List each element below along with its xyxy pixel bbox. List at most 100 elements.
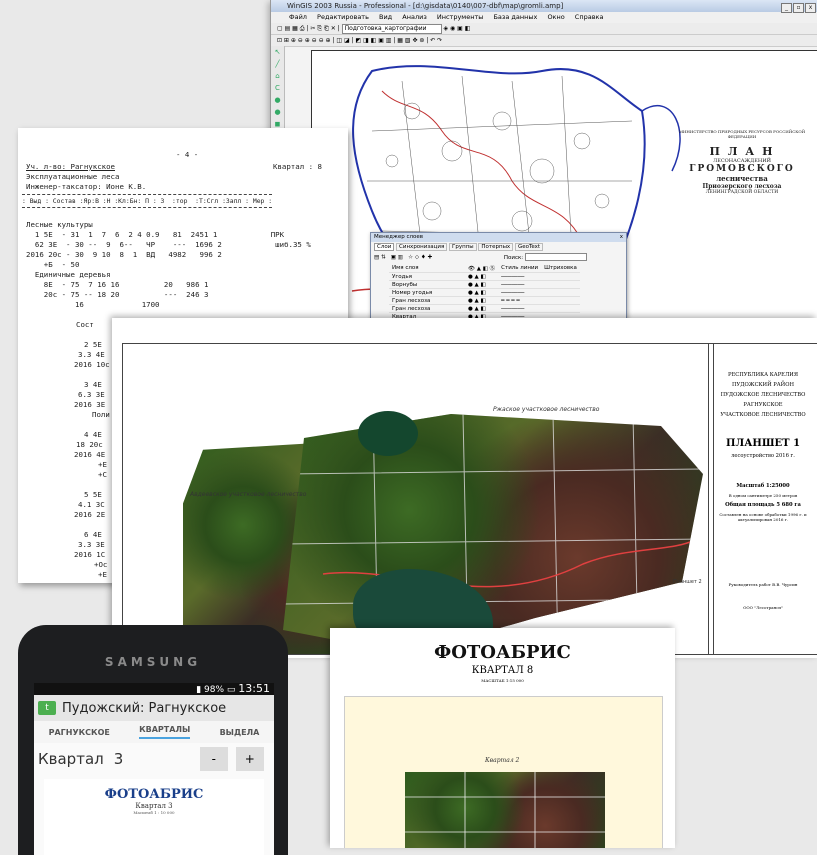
tab-layers[interactable]: Слои [374, 243, 395, 251]
layer-flags[interactable]: ● ▲ ◧ [465, 288, 499, 297]
left-col-11: +С [98, 470, 107, 479]
layer-flags[interactable]: ● ▲ ◧ [465, 272, 499, 281]
layer-name: Гран лесхоза [389, 296, 465, 305]
tool-icons[interactable]: ▢ ▤ ▦ ⎙ | ✂ ⎘ ⎗ ✕ | [277, 25, 342, 32]
layer-combo[interactable]: Подготовка_картографии [341, 24, 442, 34]
left-col-15: 6 4Е [84, 530, 102, 539]
layer-manager-titlebar[interactable]: Менеджер слоев x [371, 233, 626, 242]
battery-icon: ▭ [226, 685, 236, 695]
tab-sync[interactable]: Синхронизация [396, 243, 448, 251]
left-col-12: 5 5Е [84, 490, 102, 499]
table-row[interactable]: Ворнубы● ▲ ◧─────── [389, 280, 580, 289]
tab-filters[interactable]: Потерпых [478, 243, 514, 251]
left-col-3: 3 4Е [84, 380, 102, 389]
table-row[interactable]: Гран лесхоза● ▲ ◧━ ━ ━ ━ [389, 296, 580, 305]
engineer: Инженер-таксатор: Ионе К.В. [26, 182, 147, 191]
maximize-button[interactable]: ▫ [793, 3, 804, 13]
layer-name: Ворнубы [389, 280, 465, 289]
search-label: Поиск: [503, 254, 524, 261]
phone-doc-scale: Масштаб 1 : 10 000 [133, 810, 175, 815]
phone-document-preview[interactable]: ФОТОАБРИС Квартал 3 Масштаб 1 : 10 000 [44, 779, 264, 855]
left-col-2: 2016 10с [74, 360, 110, 369]
left-col-18: +Ос [94, 560, 108, 569]
col-layer-name[interactable]: Имя слоя [389, 264, 465, 273]
tab-kvartaly[interactable]: КВАРТАЛЫ [139, 725, 191, 739]
tab-groups[interactable]: Группы [449, 243, 477, 251]
foto-satellite[interactable] [405, 772, 605, 848]
layer-flags[interactable]: ● ▲ ◧ [465, 296, 499, 305]
sheet-title: ПЛАНШЕТ 1 [725, 438, 801, 449]
left-col-4: 6.3 3Е [78, 390, 105, 399]
plan-name2: лесничества [716, 174, 768, 183]
zoom-tools[interactable]: ⊡ ⊞ ⊕ ⊖ ⊕ ⊖ ⊖ ⊕ | ◫ ◪ | ◩ ◨ ◧ ▣ ▥ | ▦ ▧ … [277, 37, 443, 44]
phone-screen: ▮ 98% ▭ 13:51 t Пудожский: Рагнукское РА… [34, 683, 274, 855]
menu-bar: Файл Редактировать Вид Анализ Инструмент… [271, 12, 817, 23]
gis-titlebar[interactable]: WinGIS 2003 Russia - Professional - [d:\… [271, 0, 817, 13]
layer-flags[interactable]: ● ▲ ◧ [465, 280, 499, 289]
foto-grid [405, 772, 605, 848]
layer-manager-toolbar: ▤ ⇅ ▣ ▥ ☆ ◇ ♦ ✚ Поиск: [371, 252, 626, 262]
tab-ragnukskoe[interactable]: РАГНУКСКОЕ [48, 727, 110, 737]
line-style-swatch: ━ ━ ━ ━ [498, 296, 542, 305]
layer-manager-close[interactable]: x [619, 234, 623, 240]
phone-doc-sub: Квартал 3 [135, 802, 173, 810]
table-row[interactable]: Гран лесхоза● ▲ ◧─────── [389, 304, 580, 313]
line-5: Единичные деревья [26, 270, 111, 279]
menu-edit[interactable]: Редактировать [317, 13, 369, 21]
lake-north [358, 411, 418, 456]
col-hatch[interactable]: Штриховка [541, 264, 580, 273]
layer-flags[interactable]: ● ▲ ◧ [465, 304, 499, 313]
side-line-0: РЕСПУБЛИКА КАРЕЛИЯ [727, 372, 799, 378]
sheet-area: Общая площадь 5 680 га [725, 502, 801, 508]
side-line-1: ПУДОЖСКИЙ РАЙОН [732, 382, 794, 388]
line-7: 20с - 75 -- 18 20 --- 246 3 [26, 290, 209, 299]
sheet-year: лесоустройство 2016 г. [731, 453, 795, 459]
increment-button[interactable]: + [235, 747, 264, 771]
right-note: Планшет 2 [673, 579, 702, 585]
table-row[interactable]: Номер угодья● ▲ ◧─────── [389, 288, 580, 297]
tab-geotext[interactable]: GeoText [514, 243, 544, 251]
left-col-6: Поли [92, 410, 110, 419]
menu-file[interactable]: Файл [289, 13, 307, 21]
quarter-value: 8 [317, 162, 322, 171]
menu-analysis[interactable]: Анализ [402, 13, 427, 21]
tool-icons-2[interactable]: ◈ ◉ ▣ ◧ [443, 25, 471, 32]
signal-icon: ▮ [196, 685, 202, 695]
section-label: Сост [76, 320, 94, 329]
quarter-row-value[interactable]: 3 [113, 750, 124, 768]
menu-window[interactable]: Окно [547, 13, 565, 21]
tab-vydela[interactable]: ВЫДЕЛА [219, 727, 260, 737]
left-col-0: 2 5Е [84, 340, 102, 349]
app-logo-icon: t [38, 701, 56, 715]
quarter-grid [283, 414, 703, 654]
layer-manager-dialog: Менеджер слоев x Слои Синхронизация Груп… [370, 232, 627, 329]
phone-doc-title: ФОТОАБРИС [104, 787, 204, 802]
layer-manager-title: Менеджер слоев [374, 234, 424, 240]
layer-tool-icons[interactable]: ▤ ⇅ ▣ ▥ ☆ ◇ ♦ ✚ [374, 254, 433, 261]
satellite-map-main[interactable] [283, 414, 703, 654]
table-row[interactable]: Угодья● ▲ ◧─────── [389, 272, 580, 281]
minimize-button[interactable]: _ [781, 3, 792, 13]
menu-help[interactable]: Справка [574, 13, 604, 21]
menu-tools[interactable]: Инструменты [436, 13, 484, 21]
col-line-style[interactable]: Стиль линии [498, 264, 542, 273]
line-6: 8Е - 75 7 16 16 20 986 1 [26, 280, 209, 289]
line-8: 16 1700 [26, 300, 160, 309]
app-bar: t Пудожский: Рагнукское [34, 695, 274, 721]
close-button[interactable]: x [805, 3, 816, 13]
decrement-button[interactable]: - [199, 747, 228, 771]
toolbar-2: ⊡ ⊞ ⊕ ⊖ ⊕ ⊖ ⊖ ⊕ | ◫ ◪ | ◩ ◨ ◧ ▣ ▥ | ▦ ▧ … [271, 35, 817, 47]
menu-view[interactable]: Вид [379, 13, 393, 21]
line-style-swatch: ─────── [498, 304, 542, 313]
fotoabris-sheet: ФОТОАБРИС КВАРТАЛ 8 МАСШТАБ 1:15 000 Ква… [330, 628, 675, 848]
menu-database[interactable]: База данных [493, 13, 538, 21]
window-controls: _▫x [780, 1, 816, 13]
left-col-17: 2016 1С [74, 550, 106, 559]
clock: 13:51 [238, 682, 270, 695]
left-col-10: +Е [98, 460, 107, 469]
left-col-7: 4 4Е [84, 430, 102, 439]
search-input[interactable] [524, 253, 587, 261]
side-line-4: УЧАСТКОВОЕ ЛЕСНИЧЕСТВО [720, 412, 806, 418]
left-col-19: +Е [98, 570, 107, 579]
quarter-label-text: Квартал : [273, 162, 314, 171]
